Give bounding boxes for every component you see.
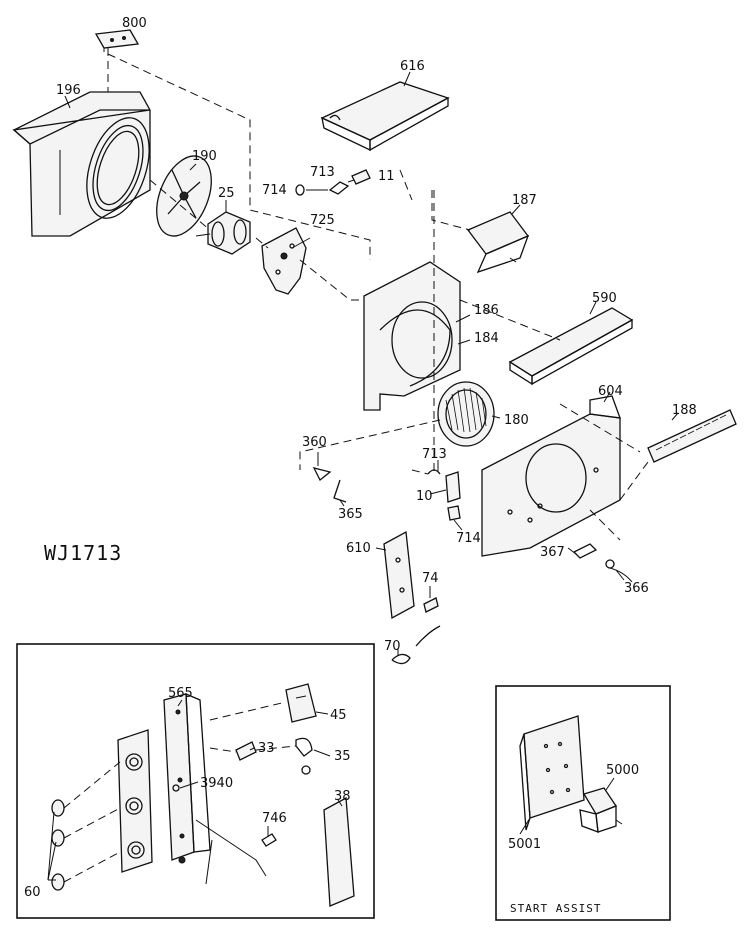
part-184-186-housing bbox=[363, 261, 461, 411]
callout-800: 800 bbox=[122, 16, 147, 31]
callout-45: 45 bbox=[330, 708, 347, 723]
callout-714-lower: 714 bbox=[456, 531, 481, 546]
callout-33: 33 bbox=[258, 741, 275, 756]
part-590-panel bbox=[508, 307, 634, 386]
part-616-top-panel bbox=[320, 81, 450, 152]
part-725-motor-mount bbox=[261, 227, 307, 295]
callout-604: 604 bbox=[598, 384, 623, 399]
part-604-partition bbox=[481, 395, 621, 557]
callout-725: 725 bbox=[310, 213, 335, 228]
callout-616: 616 bbox=[400, 59, 425, 74]
callout-187: 187 bbox=[512, 193, 537, 208]
callout-38: 38 bbox=[334, 789, 351, 804]
part-196-shroud bbox=[12, 91, 151, 237]
callout-25: 25 bbox=[218, 186, 235, 201]
part-367-366-wiring bbox=[572, 543, 633, 583]
callout-366: 366 bbox=[624, 581, 649, 596]
callout-leader-lines bbox=[47, 71, 679, 881]
start-assist-inset bbox=[495, 685, 671, 921]
control-assembly-inset bbox=[16, 643, 375, 919]
callout-360: 360 bbox=[302, 435, 327, 450]
callout-5001: 5001 bbox=[508, 837, 541, 852]
callout-3940: 3940 bbox=[200, 776, 233, 791]
part-25-motor bbox=[195, 211, 251, 255]
start-assist-caption: START ASSIST bbox=[510, 902, 601, 915]
callout-190: 190 bbox=[192, 149, 217, 164]
callout-365: 365 bbox=[338, 507, 363, 522]
alignment-lines-upper bbox=[107, 53, 649, 541]
callout-196: 196 bbox=[56, 83, 81, 98]
callout-184: 184 bbox=[474, 331, 499, 346]
part-800-bracket bbox=[94, 29, 140, 110]
part-188-grille bbox=[647, 409, 737, 463]
callout-180: 180 bbox=[504, 413, 529, 428]
callout-565: 565 bbox=[168, 686, 193, 701]
callout-590: 590 bbox=[592, 291, 617, 306]
callout-60: 60 bbox=[24, 885, 41, 900]
callout-70: 70 bbox=[384, 639, 401, 654]
callout-713-top: 713 bbox=[310, 165, 335, 180]
callout-367: 367 bbox=[540, 545, 565, 560]
part-610-side-plate bbox=[383, 530, 415, 620]
part-10-capacitor bbox=[411, 469, 461, 521]
part-190-fan-blade bbox=[156, 155, 212, 237]
callout-610: 610 bbox=[346, 541, 371, 556]
callout-713-lower: 713 bbox=[422, 447, 447, 462]
callout-746: 746 bbox=[262, 811, 287, 826]
callout-labels: 800 196 616 190 25 713 714 11 725 187 59… bbox=[24, 16, 697, 900]
callout-186: 186 bbox=[474, 303, 499, 318]
callout-714-top: 714 bbox=[262, 183, 287, 198]
callout-11: 11 bbox=[378, 169, 395, 184]
part-180-blower-wheel bbox=[437, 381, 495, 447]
callout-10: 10 bbox=[416, 489, 433, 504]
part-713-714-11-hardware-top bbox=[295, 169, 371, 196]
part-360-365-clip bbox=[312, 467, 347, 503]
callout-188: 188 bbox=[672, 403, 697, 418]
model-number: WJ1713 bbox=[44, 541, 122, 565]
callout-35: 35 bbox=[334, 749, 351, 764]
callout-5000: 5000 bbox=[606, 763, 639, 778]
callout-74: 74 bbox=[422, 571, 439, 586]
part-187-bracket bbox=[466, 211, 530, 274]
